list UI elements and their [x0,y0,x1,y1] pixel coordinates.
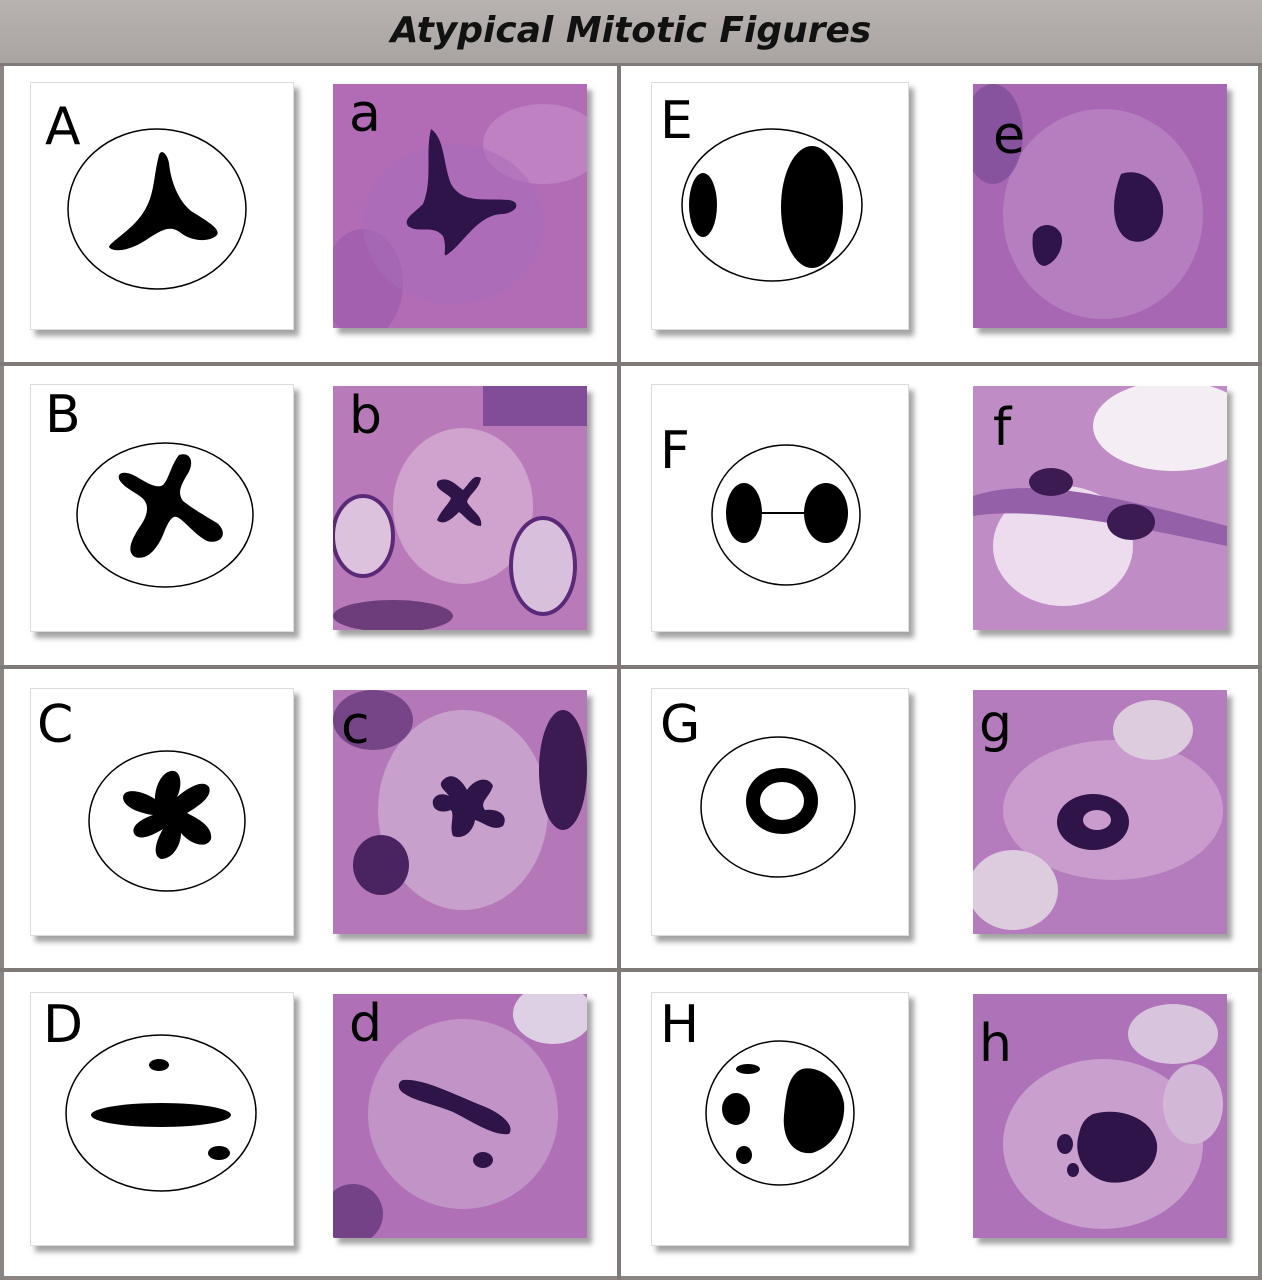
panel-label-lower: f [993,398,1012,458]
schematic-card-f: F [651,384,909,632]
lagging-chromosome-schematic [65,1034,257,1192]
panel-label-upper: D [43,995,84,1055]
panel-label-upper: H [660,995,700,1055]
schematic-card-e: E [651,82,909,330]
panel-label-lower: b [349,386,383,446]
panel-label-lower: d [349,994,383,1054]
micrograph-b: b [333,386,587,630]
row-divider-3 [0,968,1262,972]
micrograph-a: a [333,84,587,328]
row-divider-1 [0,362,1262,366]
panel-label-upper: E [660,91,693,151]
micrograph-f: f [973,386,1227,630]
schematic-card-d: D [30,992,294,1246]
schematic-card-c: C [30,688,294,936]
tripolar-schematic [67,128,247,290]
chromatin-bridge-schematic [711,444,861,586]
asymmetric-division-schematic [681,128,863,282]
multipolar-schematic [88,750,246,892]
ring-form-schematic [700,736,856,878]
panel-label-upper: B [45,385,81,445]
panel-label-lower: e [993,106,1025,166]
panel-label-upper: G [660,695,701,755]
panel-label-lower: a [349,84,381,144]
schematic-card-b: B [30,384,294,632]
figure-title: Atypical Mitotic Figures [390,10,872,51]
micrograph-h: h [973,994,1227,1238]
micrograph-d: d [333,994,587,1238]
micrograph-c: c [333,690,587,934]
panel-label-upper: A [45,97,81,157]
panel-label-lower: g [979,694,1013,754]
panel-label-upper: F [660,421,690,481]
column-divider [617,66,621,1280]
scattered-chromatin-schematic [705,1040,855,1186]
micrograph-g: g [973,690,1227,934]
panel-label-upper: C [37,695,74,755]
schematic-card-h: H [651,992,909,1246]
schematic-card-a: A [30,82,294,330]
panel-label-lower: h [979,1014,1012,1074]
schematic-card-g: G [651,688,909,936]
panel-label-lower: c [341,696,370,756]
micrograph-e: e [973,84,1227,328]
quadripolar-schematic [76,442,254,588]
figure-header: Atypical Mitotic Figures [0,0,1262,66]
row-divider-2 [0,665,1262,669]
